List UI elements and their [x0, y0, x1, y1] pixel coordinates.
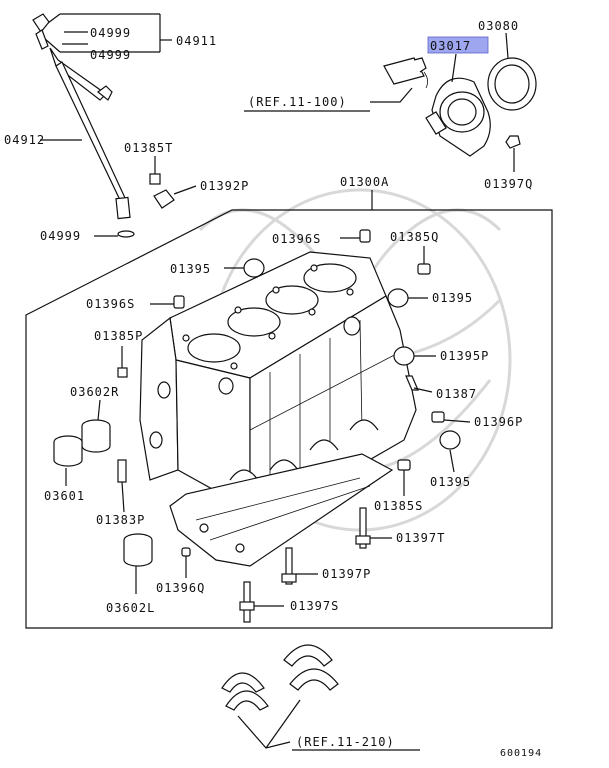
label-04999c[interactable]: 04999: [40, 229, 81, 243]
label-01395-b[interactable]: 01395: [432, 291, 473, 305]
ref-label-bottom[interactable]: (REF.11-210): [296, 735, 395, 749]
label-01392p[interactable]: 01392P: [200, 179, 249, 193]
label-01395-c[interactable]: 01395: [430, 475, 471, 489]
label-01385s[interactable]: 01385S: [374, 499, 423, 513]
ref-top-leader: [370, 87, 413, 103]
cylinder-block: [139, 251, 417, 567]
label-01396s-left[interactable]: 01396S: [86, 297, 135, 311]
label-01397t[interactable]: 01397T: [396, 531, 445, 545]
label-04911[interactable]: 04911: [176, 34, 217, 48]
highlight-box: [427, 36, 489, 54]
ref-label-top[interactable]: (REF.11-100): [248, 95, 347, 109]
label-01395p[interactable]: 01395P: [440, 349, 489, 363]
label-01396p[interactable]: 01396P: [474, 415, 523, 429]
label-01395-a[interactable]: 01395: [170, 262, 211, 276]
label-03602r[interactable]: 03602R: [70, 385, 119, 399]
label-03601[interactable]: 03601: [44, 489, 85, 503]
bearing-shells-ref: [221, 644, 339, 749]
label-03602l[interactable]: 03602L: [106, 601, 155, 615]
rear-oil-seal-assembly: [383, 32, 537, 172]
label-01396s-top[interactable]: 01396S: [272, 232, 321, 246]
label-01385q[interactable]: 01385Q: [390, 230, 439, 244]
label-01396q[interactable]: 01396Q: [156, 581, 205, 595]
label-01385p[interactable]: 01385P: [94, 329, 143, 343]
label-04912[interactable]: 04912: [4, 133, 45, 147]
figure-id: 600194: [500, 748, 542, 759]
label-04999b[interactable]: 04999: [90, 48, 131, 62]
label-01397q[interactable]: 01397Q: [484, 177, 533, 191]
label-03017[interactable]: 03017: [430, 39, 471, 53]
cylinder-block-frame: [25, 190, 553, 629]
label-01397s[interactable]: 01397S: [290, 599, 339, 613]
dipstick-assembly: [32, 13, 172, 238]
label-01387[interactable]: 01387: [436, 387, 477, 401]
label-01385t[interactable]: 01385T: [124, 141, 173, 155]
label-04999a[interactable]: 04999: [90, 26, 131, 40]
label-01383p[interactable]: 01383P: [96, 513, 145, 527]
label-03080[interactable]: 03080: [478, 19, 519, 33]
label-01397p[interactable]: 01397P: [322, 567, 371, 581]
small-parts: [53, 156, 471, 623]
label-01300a[interactable]: 01300A: [340, 175, 389, 189]
